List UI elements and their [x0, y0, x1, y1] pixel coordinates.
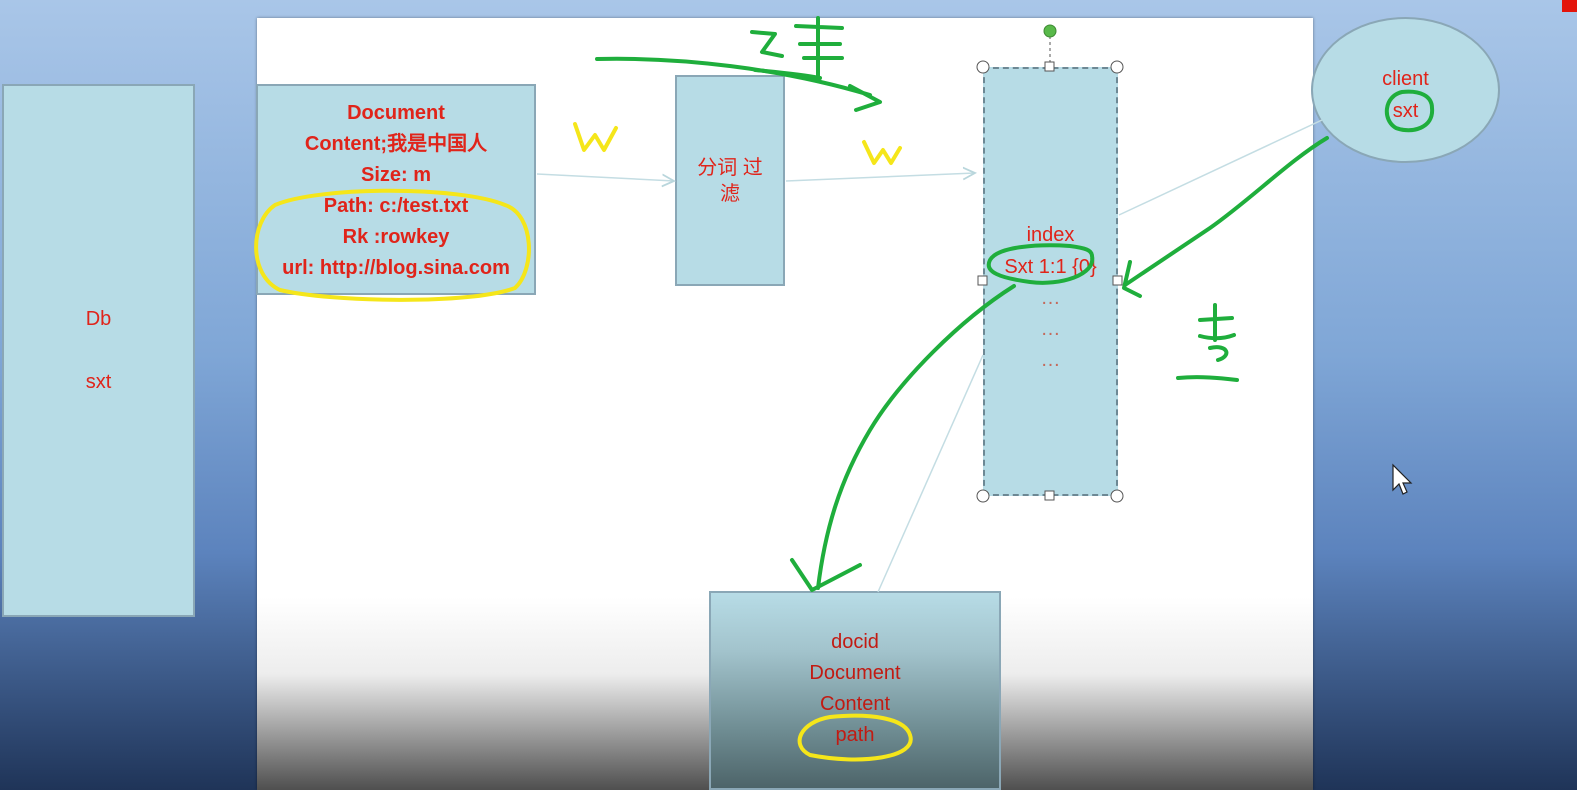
corner-indicator: [1562, 0, 1577, 12]
index-box[interactable]: index Sxt 1:1 {0} … … …: [983, 67, 1118, 496]
index-line: …: [1040, 287, 1061, 309]
client-label: client: [1382, 68, 1429, 90]
db-box[interactable]: Db sxt: [2, 84, 195, 617]
document-line: Document: [347, 102, 445, 124]
document-line: Rk :rowkey: [342, 226, 450, 248]
db-label: Db: [85, 308, 112, 330]
mouse-cursor-icon: [1392, 463, 1413, 495]
tokenizer-filter-box[interactable]: 分词 过滤: [675, 75, 785, 286]
docid-line: path: [835, 724, 875, 746]
document-box[interactable]: Document Content;我是中国人 Size: m Path: c:/…: [256, 84, 536, 295]
docid-line: docid: [831, 631, 879, 653]
db-value: sxt: [85, 371, 112, 393]
docid-box[interactable]: docid Document Content path: [709, 591, 1001, 790]
document-line: Size: m: [360, 164, 432, 186]
docid-line: Document: [809, 662, 901, 684]
document-line: url: http://blog.sina.com: [282, 257, 510, 279]
index-line: Sxt 1:1 {0}: [1004, 256, 1097, 278]
index-line: …: [1040, 349, 1061, 371]
client-value: sxt: [1392, 100, 1419, 122]
index-line: …: [1040, 318, 1061, 340]
tokenizer-label: 分词 过滤: [697, 156, 763, 205]
document-line: Content;我是中国人: [304, 133, 488, 155]
document-line: Path: c:/test.txt: [323, 195, 469, 217]
docid-line: Content: [819, 693, 891, 715]
client-ellipse[interactable]: client sxt: [1311, 17, 1500, 163]
index-line: index: [1026, 224, 1075, 246]
